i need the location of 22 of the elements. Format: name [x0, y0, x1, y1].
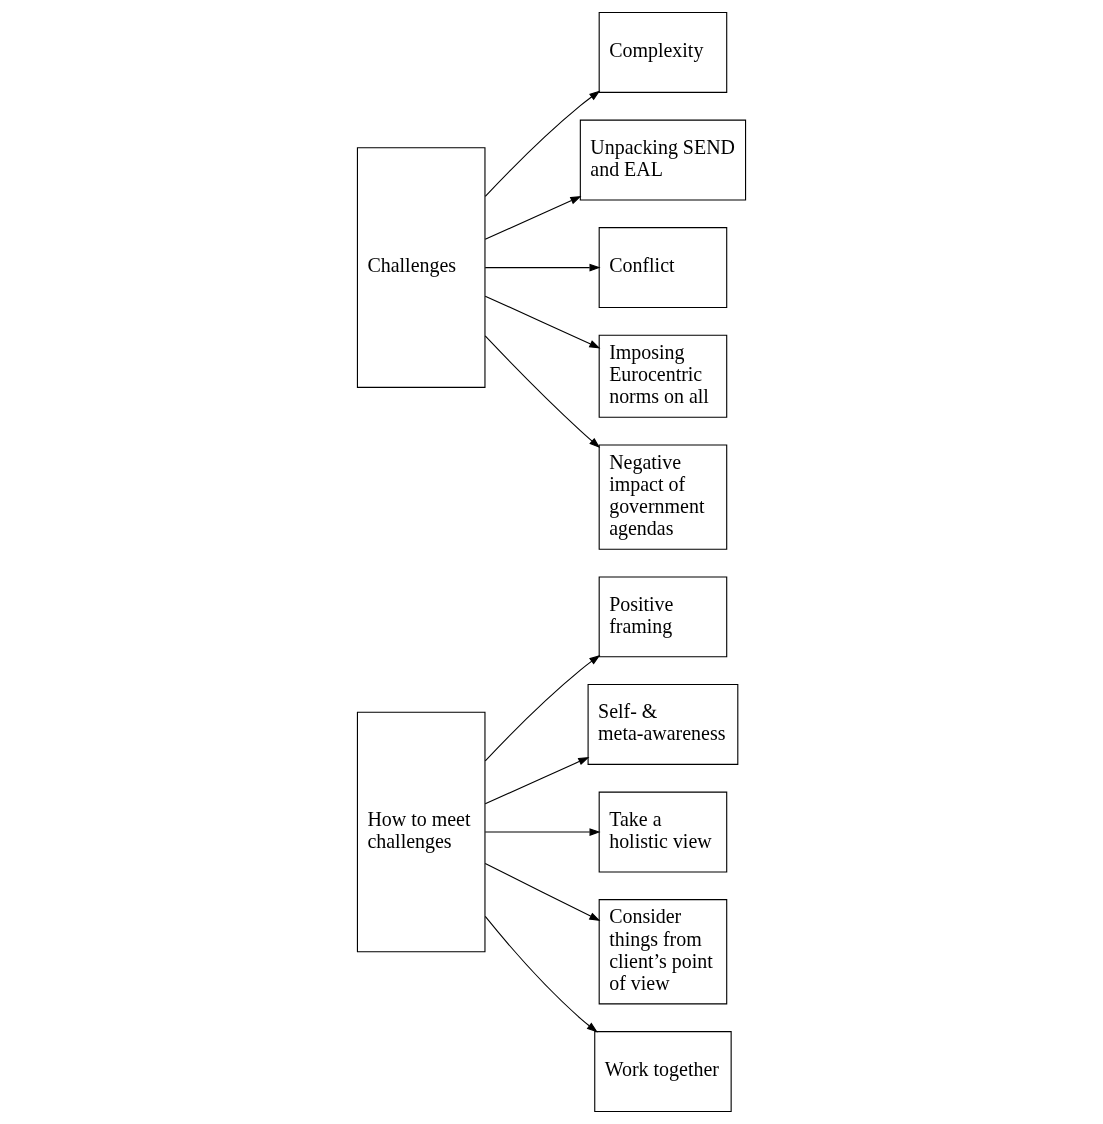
node-box: Work together: [594, 1031, 732, 1113]
node-box: Imposing Eurocentric norms on all: [598, 334, 728, 418]
node-box: Complexity: [598, 11, 728, 93]
arrow: [484, 263, 601, 272]
node-box: Positive framing: [598, 576, 728, 658]
node-box: Take a holistic view: [598, 791, 728, 873]
arrow: [484, 654, 601, 762]
node-box: Self- & meta-awareness: [587, 684, 739, 765]
node-box: Conflict: [598, 227, 728, 309]
arrow: [484, 295, 601, 349]
node-box: Negative impact of government agendas: [598, 444, 728, 550]
arrow: [484, 196, 582, 240]
arrow: [484, 757, 590, 805]
node-box: How to meet challenges: [356, 711, 486, 953]
arrow: [484, 862, 601, 922]
node-box: Challenges: [356, 147, 486, 388]
arrow: [484, 335, 601, 449]
arrow: [484, 90, 601, 197]
node-box: Unpacking SEND and EAL: [579, 119, 747, 201]
arrow: [484, 828, 601, 836]
node-box: Consider things from client’s point of view: [598, 899, 728, 1005]
arrow: [484, 915, 598, 1033]
